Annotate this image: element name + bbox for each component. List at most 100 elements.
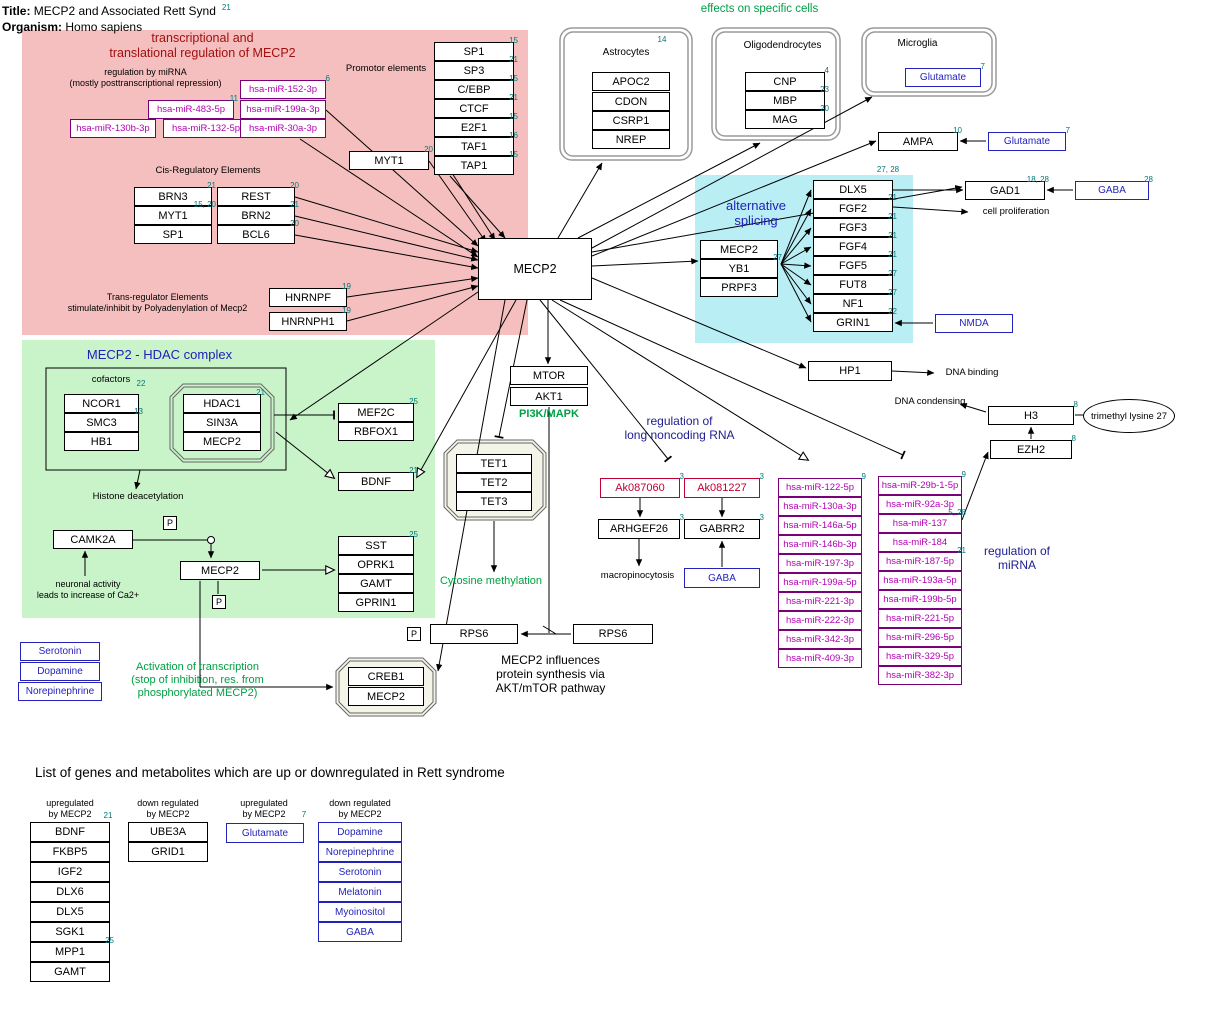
node-mir-199a-3p[interactable]: hsa-miR-199a-3p <box>240 100 326 119</box>
node-p-camk2a[interactable]: P <box>163 516 177 530</box>
node-myoinositol[interactable]: Myoinositol <box>318 902 402 922</box>
node-ube3a[interactable]: UBE3A <box>128 822 208 842</box>
node-mir-92a-3p[interactable]: hsa-miR-92a-3p <box>878 495 962 514</box>
node-prpf3[interactable]: PRPF3 <box>700 278 778 297</box>
node-mtor[interactable]: MTOR <box>510 366 588 385</box>
node-sin3a[interactable]: SIN3A <box>183 413 261 432</box>
node-serotonin-list[interactable]: Serotonin <box>318 862 402 882</box>
node-mir-409-3p[interactable]: hsa-miR-409-3p <box>778 649 862 668</box>
node-apoc2[interactable]: APOC2 <box>592 72 670 91</box>
node-glutamate-list[interactable]: Glutamate <box>226 823 304 843</box>
node-mir-132-5p[interactable]: hsa-miR-132-5p <box>163 119 249 138</box>
node-mecp2-splicing[interactable]: MECP2 <box>700 240 778 259</box>
node-mir-342-3p[interactable]: hsa-miR-342-3p <box>778 630 862 649</box>
node-serotonin[interactable]: Serotonin <box>20 642 100 661</box>
node-gprin1[interactable]: GPRIN1 <box>338 593 414 612</box>
node-mir-221-5p[interactable]: hsa-miR-221-5p <box>878 609 962 628</box>
node-mir-146b-3p[interactable]: hsa-miR-146b-3p <box>778 535 862 554</box>
node-rps6-left[interactable]: RPS6 <box>430 624 518 644</box>
node-mir-193a-5p[interactable]: hsa-miR-193a-5p <box>878 571 962 590</box>
node-mecp2-creb[interactable]: MECP2 <box>348 687 424 706</box>
node-mir-329-5p[interactable]: hsa-miR-329-5p <box>878 647 962 666</box>
node-sp1-cis[interactable]: SP1 <box>134 225 212 244</box>
node-csrp1[interactable]: CSRP1 <box>592 111 670 130</box>
node-dlx6[interactable]: DLX6 <box>30 882 110 902</box>
node-mecp2-complex[interactable]: MECP2 <box>183 432 261 451</box>
node-mir-197-3p[interactable]: hsa-miR-197-3p <box>778 554 862 573</box>
node-norepinephrine[interactable]: Norepinephrine <box>18 682 102 701</box>
node-rbfox1[interactable]: RBFOX1 <box>338 422 414 441</box>
node-dlx5[interactable]: DLX5 <box>813 180 893 199</box>
node-dopamine-list[interactable]: Dopamine <box>318 822 402 842</box>
node-oprk1[interactable]: OPRK1 <box>338 555 414 574</box>
node-grid1[interactable]: GRID1 <box>128 842 208 862</box>
node-mir-146a-5p[interactable]: hsa-miR-146a-5p <box>778 516 862 535</box>
node-melatonin[interactable]: Melatonin <box>318 882 402 902</box>
node-creb1[interactable]: CREB1 <box>348 667 424 686</box>
node-mir-382-3p[interactable]: hsa-miR-382-3p <box>878 666 962 685</box>
node-tet2[interactable]: TET2 <box>456 473 532 492</box>
node-mir-221-3p[interactable]: hsa-miR-221-3p <box>778 592 862 611</box>
node-gaba-bottom[interactable]: GABA <box>684 568 760 588</box>
node-gamt-list[interactable]: GAMT <box>30 962 110 982</box>
node-mir-130a-3p[interactable]: hsa-miR-130a-3p <box>778 497 862 516</box>
node-mecp2-main[interactable]: MECP2 <box>478 238 592 300</box>
node-gamt-green[interactable]: GAMT <box>338 574 414 593</box>
node-camk2a[interactable]: CAMK2A <box>53 530 133 549</box>
node-mir-130b-3p[interactable]: hsa-miR-130b-3p <box>70 119 156 138</box>
node-mir-184[interactable]: hsa-miR-184 <box>878 533 962 552</box>
node-bdnf-list[interactable]: BDNF <box>30 822 110 842</box>
node-mir-199b-5p[interactable]: hsa-miR-199b-5p <box>878 590 962 609</box>
node-tet1[interactable]: TET1 <box>456 454 532 473</box>
node-sgk1[interactable]: SGK1 <box>30 922 110 942</box>
node-mir-30a-3p[interactable]: hsa-miR-30a-3p <box>240 119 326 138</box>
node-norepinephrine-list[interactable]: Norepinephrine <box>318 842 402 862</box>
node-hp1[interactable]: HP1 <box>808 361 892 381</box>
node-nmda[interactable]: NMDA <box>935 314 1013 333</box>
node-tet3[interactable]: TET3 <box>456 492 532 511</box>
node-fkbp5[interactable]: FKBP5 <box>30 842 110 862</box>
node-ncor1[interactable]: NCOR1 <box>64 394 139 413</box>
node-nrep[interactable]: NREP <box>592 130 670 149</box>
node-igf2[interactable]: IGF2 <box>30 862 110 882</box>
node-dlx5-list[interactable]: DLX5 <box>30 902 110 922</box>
